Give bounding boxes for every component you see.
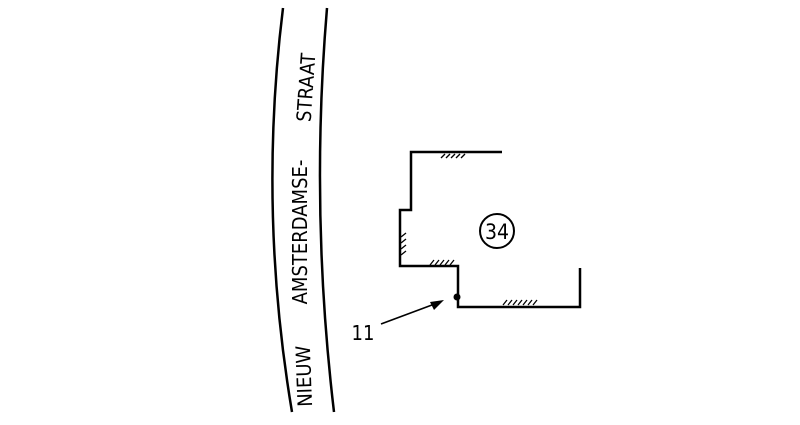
street-name-amsterdamse: AMSTERDAMSE- (288, 160, 312, 305)
street (271, 7, 336, 413)
pointer-arrow (380, 300, 444, 325)
pointer-label: 11 (352, 321, 375, 345)
hatching (400, 153, 538, 306)
street-edge-left (271, 7, 294, 413)
building-number: 34 (485, 220, 509, 244)
entrance-dot (453, 293, 461, 301)
street-name-straat: STRAAT (292, 51, 321, 122)
building-number-circle (479, 213, 515, 249)
street-name-nieuw: NIEUW (291, 345, 317, 407)
street-edge-right (318, 7, 336, 413)
building-outline (398, 150, 582, 309)
